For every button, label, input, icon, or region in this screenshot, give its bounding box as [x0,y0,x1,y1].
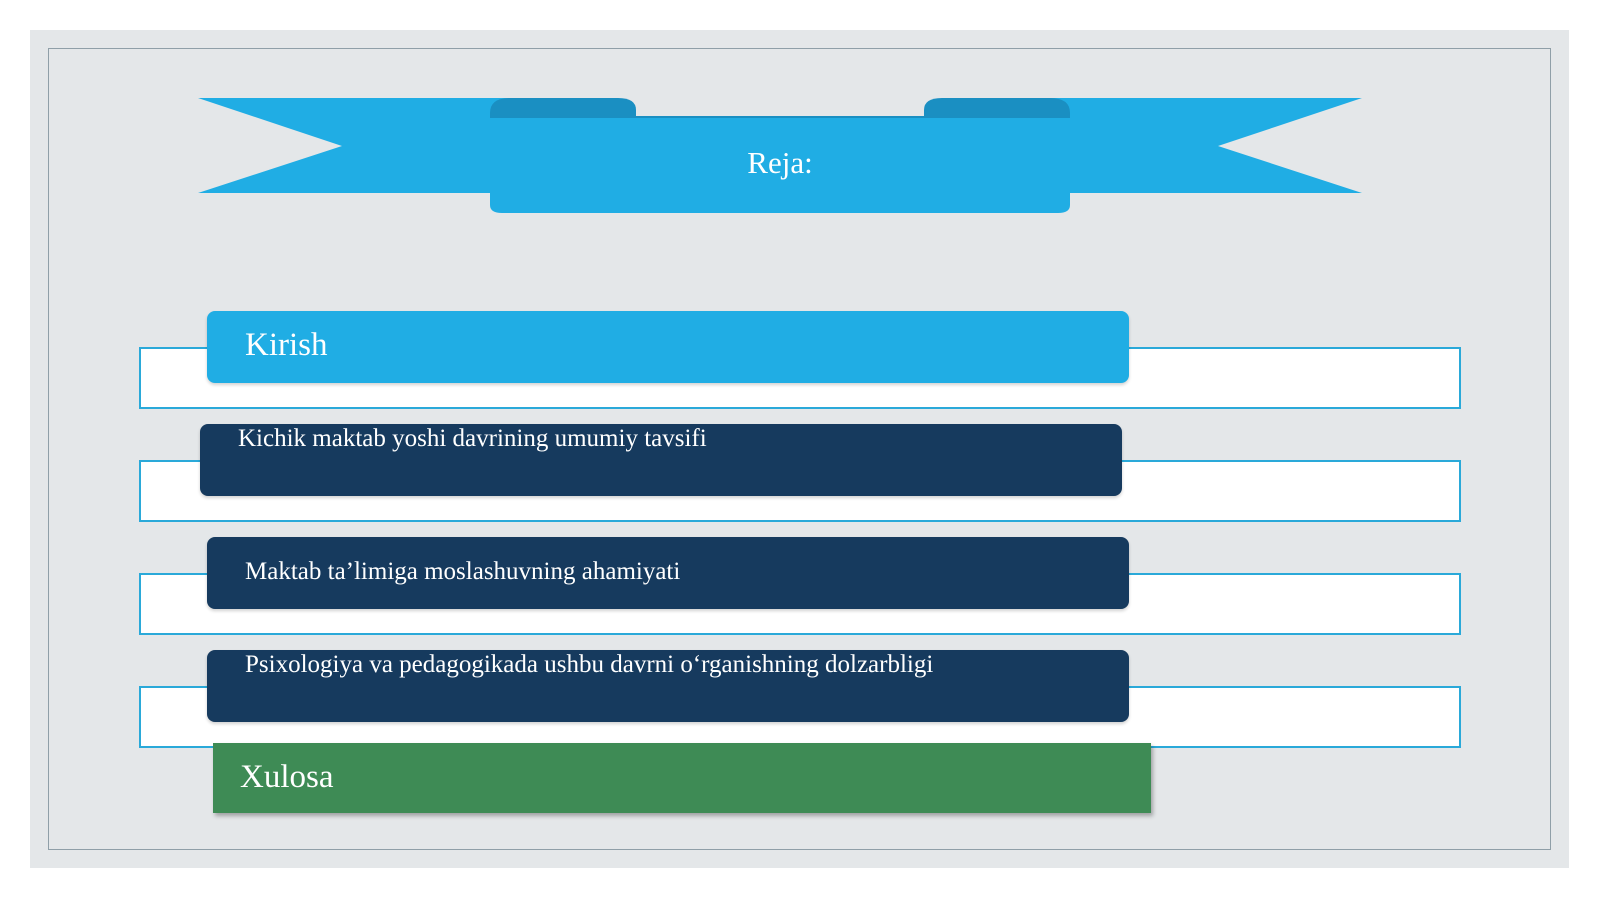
slide-title: Reja: [747,145,813,180]
item-bar-5: Xulosa [213,743,1151,813]
item-label-5: Xulosa [240,759,334,795]
slide-frame [48,48,1551,850]
item-label-4: Psixologiya va pedagogikada ushbu davrni… [245,651,934,678]
item-bar-4: Psixologiya va pedagogikada ushbu davrni… [207,650,1129,722]
item-label-2: Kichik maktab yoshi davrining umumiy tav… [238,425,707,452]
item-label-1: Kirish [245,327,328,363]
item-bar-3: Maktab ta’limiga moslashuvning ahamiyati [207,537,1129,609]
item-bar-2: Kichik maktab yoshi davrining umumiy tav… [200,424,1122,496]
item-bar-1: Kirish [207,311,1129,383]
item-label-3: Maktab ta’limiga moslashuvning ahamiyati [245,558,681,585]
title-ribbon [198,98,1362,213]
